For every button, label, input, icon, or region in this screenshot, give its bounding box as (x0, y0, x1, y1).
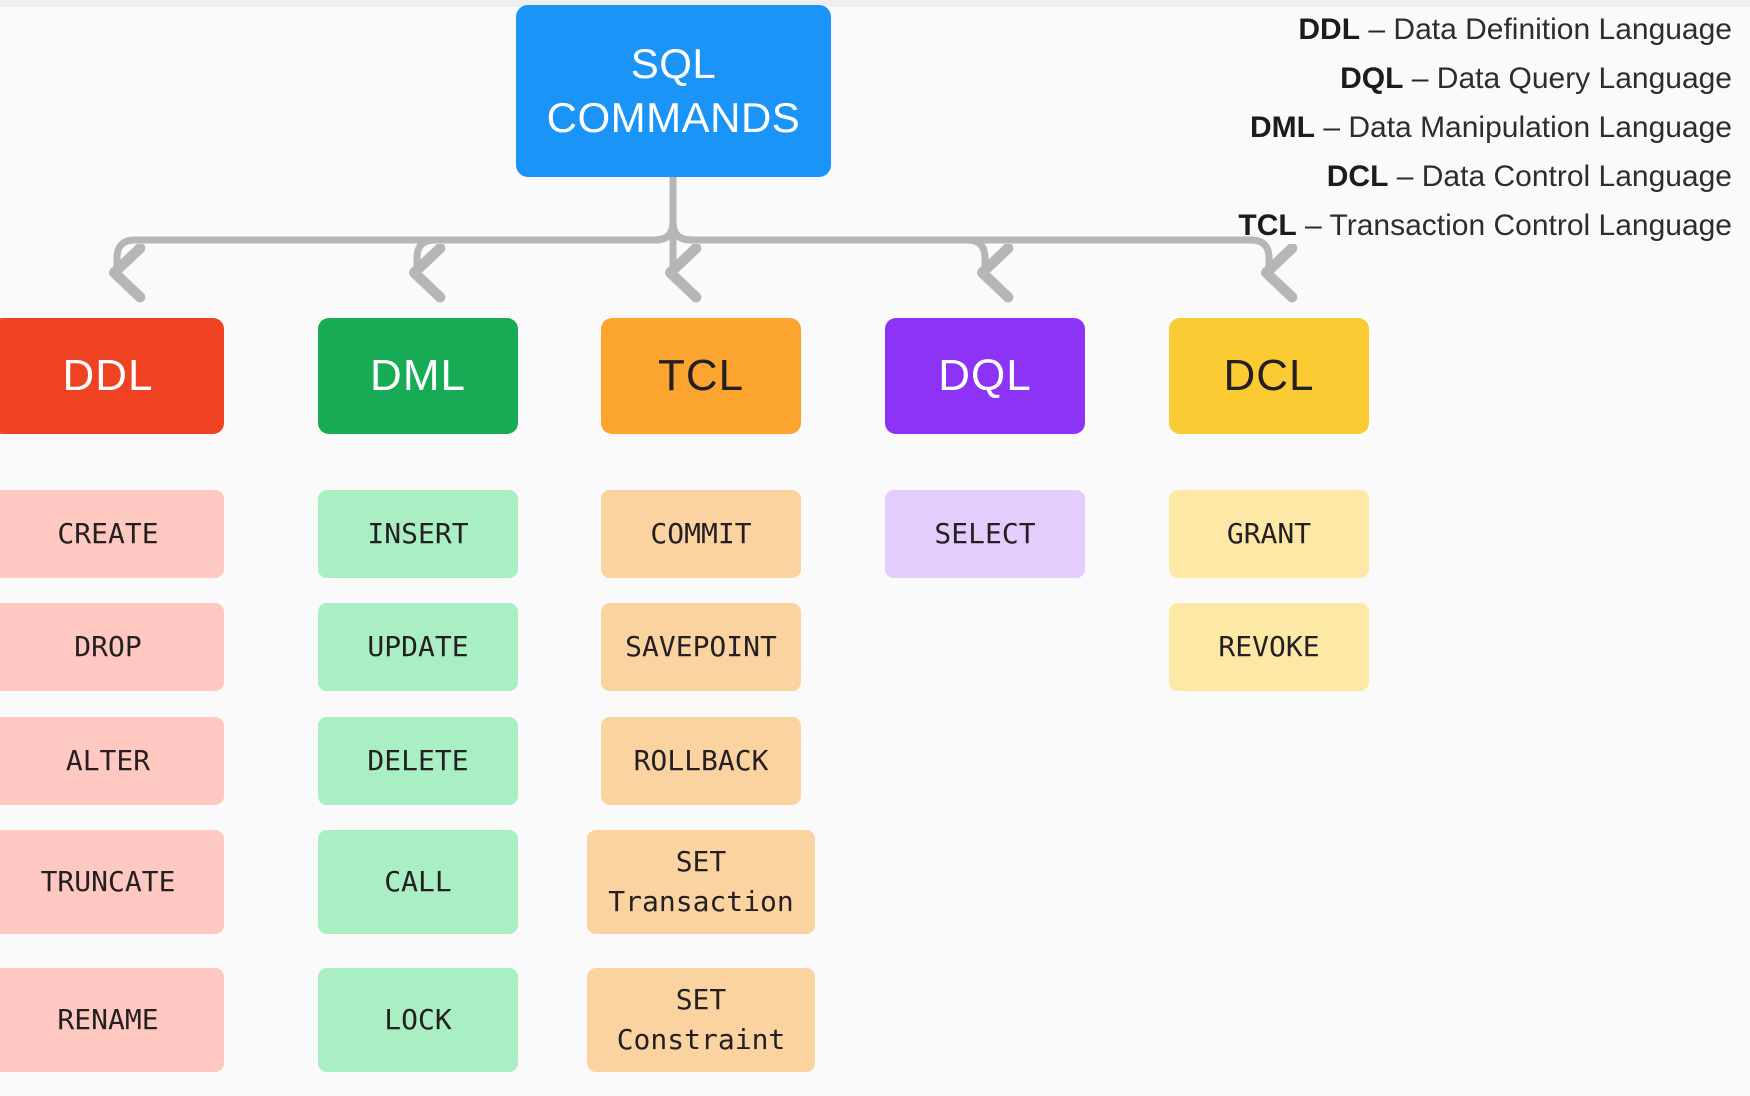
command-box-dcl-revoke[interactable]: REVOKE (1169, 603, 1369, 691)
command-label-line1: ALTER (65, 744, 151, 778)
legend-abbr: TCL (1238, 208, 1297, 242)
legend-row-ddl: DDL – Data Definition Language (1238, 6, 1732, 55)
command-box-dml-lock[interactable]: LOCK (318, 968, 518, 1072)
command-box-dcl-grant[interactable]: GRANT (1169, 490, 1369, 578)
top-border-strip (0, 0, 1750, 7)
command-label-line1: SAVEPOINT (625, 630, 777, 664)
legend-separator: – (1403, 61, 1437, 95)
command-label-line1: LOCK (384, 1003, 452, 1037)
command-box-tcl-savepoint[interactable]: SAVEPOINT (601, 603, 801, 691)
command-label-line1: INSERT (367, 517, 469, 551)
command-label-line1: COMMIT (650, 517, 752, 551)
category-header-dql[interactable]: DQL (885, 318, 1085, 434)
command-box-dml-insert[interactable]: INSERT (318, 490, 518, 578)
category-header-label: DML (370, 351, 466, 400)
command-label-line1: RENAME (57, 1003, 159, 1037)
legend-separator: – (1296, 208, 1330, 242)
command-label-line1: TRUNCATE (40, 865, 176, 899)
command-box-tcl-set-constraint[interactable]: SET Constraint (587, 968, 815, 1072)
command-label-line1: SELECT (934, 517, 1036, 551)
command-box-tcl-set-transaction[interactable]: SET Transaction (587, 830, 815, 934)
legend-separator: – (1315, 110, 1349, 144)
category-header-label: DCL (1223, 351, 1315, 400)
command-label-line1: GRANT (1226, 517, 1312, 551)
legend-row-dcl: DCL – Data Control Language (1238, 153, 1732, 202)
command-box-ddl-truncate[interactable]: TRUNCATE (0, 830, 224, 934)
command-label-line1: CREATE (57, 517, 159, 551)
command-label-line1: SET (675, 845, 727, 879)
command-box-dml-call[interactable]: CALL (318, 830, 518, 934)
category-header-dcl[interactable]: DCL (1169, 318, 1369, 434)
command-label-line2: Transaction (608, 885, 794, 918)
legend-description: Data Manipulation Language (1348, 110, 1732, 144)
legend-separator: – (1388, 159, 1422, 193)
legend-description: Data Definition Language (1393, 13, 1732, 46)
legend-abbr: DQL (1340, 61, 1404, 95)
category-header-dml[interactable]: DML (318, 318, 518, 434)
command-label-line1: CALL (384, 865, 452, 899)
root-label-line2: COMMANDS (546, 94, 801, 141)
category-header-label: DQL (938, 351, 1032, 400)
legend-description: Data Control Language (1421, 159, 1732, 193)
legend-abbr: DDL (1298, 13, 1361, 46)
command-label-line1: ROLLBACK (633, 744, 769, 778)
legend-row-tcl: TCL – Transaction Control Language (1238, 202, 1732, 251)
command-box-ddl-rename[interactable]: RENAME (0, 968, 224, 1072)
legend-separator: – (1360, 13, 1394, 46)
legend-description: Transaction Control Language (1329, 208, 1732, 242)
command-label-line1: DROP (74, 630, 142, 664)
legend-abbr: DML (1250, 110, 1315, 144)
command-box-ddl-create[interactable]: CREATE (0, 490, 224, 578)
category-header-label: TCL (657, 351, 745, 400)
category-header-tcl[interactable]: TCL (601, 318, 801, 434)
command-box-dql-select[interactable]: SELECT (885, 490, 1085, 578)
command-label-line1: SET (675, 983, 727, 1017)
category-header-ddl[interactable]: DDL (0, 318, 224, 434)
command-box-tcl-rollback[interactable]: ROLLBACK (601, 717, 801, 805)
legend-row-dql: DQL – Data Query Language (1238, 55, 1732, 104)
command-box-tcl-commit[interactable]: COMMIT (601, 490, 801, 578)
command-label-line1: UPDATE (367, 630, 469, 664)
legend-description: Data Query Language (1436, 61, 1732, 95)
command-label-line1: DELETE (367, 744, 469, 778)
command-box-dml-delete[interactable]: DELETE (318, 717, 518, 805)
legend-row-dml: DML – Data Manipulation Language (1238, 104, 1732, 153)
legend-abbr: DCL (1326, 159, 1389, 193)
command-box-ddl-drop[interactable]: DROP (0, 603, 224, 691)
command-box-dml-update[interactable]: UPDATE (318, 603, 518, 691)
command-box-ddl-alter[interactable]: ALTER (0, 717, 224, 805)
category-header-label: DDL (62, 351, 154, 400)
command-label-line2: Constraint (616, 1023, 786, 1056)
command-label-line1: REVOKE (1218, 630, 1320, 664)
root-node-sql-commands[interactable]: SQL COMMANDS (516, 5, 831, 177)
root-label-line1: SQL (630, 40, 717, 88)
